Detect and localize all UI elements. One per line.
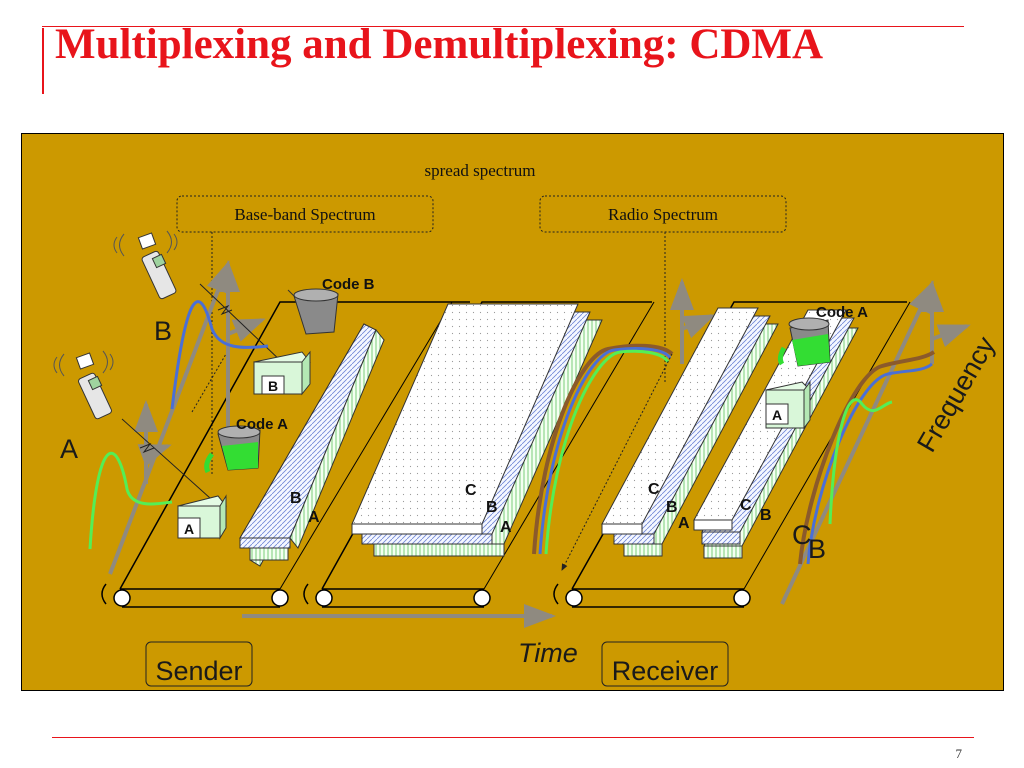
signal-a-leader: [121, 418, 221, 508]
title-rule-vertical: [42, 28, 44, 94]
signal-a-label: A: [60, 434, 78, 464]
code-a-sender-label: Code A: [236, 416, 288, 433]
block-b-label: B: [268, 378, 278, 394]
time-label: Time: [518, 638, 578, 668]
sender-strip-a-label: A: [308, 509, 320, 526]
phone-a-icon: [53, 350, 114, 420]
page-number: 7: [955, 746, 963, 761]
receiver-box: Receiver: [601, 641, 729, 687]
radio-spectrum-label: Radio Spectrum: [608, 205, 718, 224]
receiver-block-a: A: [765, 380, 811, 430]
receiver-block-a-label: A: [772, 407, 782, 423]
signal-b-label: B: [154, 316, 172, 346]
code-b-cup-icon: [287, 288, 339, 335]
receiver-strip1-a-label: A: [678, 515, 690, 532]
code-a-receiver-label: Code A: [816, 304, 868, 321]
block-a-label: A: [184, 521, 194, 537]
channel-signals: [532, 343, 674, 555]
sender-strip-b-label: B: [290, 490, 302, 507]
signal-a-curve: [88, 451, 173, 550]
radio-spectrum-box: Radio Spectrum: [539, 195, 787, 233]
code-a-sender-cup-icon: [204, 425, 261, 474]
sender-conveyor: [101, 301, 470, 608]
block-a: A: [177, 494, 227, 540]
receiver-axes: [780, 280, 971, 605]
lightning-b-icon: [217, 304, 233, 316]
receiver-strip-1: C B A: [601, 307, 779, 557]
receiver-strip1-b-label: B: [666, 499, 678, 516]
baseband-dotted-arrow: [191, 353, 227, 413]
block-b: B: [253, 350, 311, 396]
receiver-strip1-c-label: C: [648, 481, 660, 498]
receiver-output-signals: [798, 350, 936, 565]
title-rule: [42, 26, 964, 27]
channel-axis: [670, 278, 716, 364]
signal-b-leader: [199, 283, 285, 365]
receiver-strip2-c-label: C: [740, 497, 752, 514]
spread-spectrum-label: spread spectrum: [425, 161, 536, 180]
sender-strip: B A: [239, 323, 385, 567]
channel-strip-a-label: A: [500, 519, 512, 536]
sender-label: Sender: [155, 656, 242, 686]
code-b-label: Code B: [322, 276, 375, 293]
code-a-receiver-cup-icon: [777, 317, 831, 367]
footer-rule: [52, 737, 974, 738]
sender-box: Sender: [145, 641, 253, 687]
frequency-label: Frequency: [911, 331, 1001, 457]
channel-strip: C B A: [351, 303, 603, 557]
channel-strip-c-label: C: [465, 482, 477, 499]
phone-b-icon: [113, 230, 178, 300]
lightning-a-icon: [139, 442, 155, 454]
output-c-label: C: [792, 520, 812, 550]
signal-b-curve: [170, 300, 269, 410]
slide-title: Multiplexing and Demultiplexing: CDMA: [55, 21, 824, 68]
radio-dotted-arrow: [561, 353, 673, 571]
baseband-spectrum-box: Base-band Spectrum: [176, 195, 434, 233]
receiver-label: Receiver: [612, 656, 719, 686]
cdma-diagram: spread spectrum Base-band Spectrum Radio…: [21, 133, 1004, 691]
receiver-strip2-b-label: B: [760, 507, 772, 524]
channel-strip-b-label: B: [486, 499, 498, 516]
baseband-spectrum-label: Base-band Spectrum: [234, 205, 375, 224]
output-b-label: B: [808, 534, 826, 564]
